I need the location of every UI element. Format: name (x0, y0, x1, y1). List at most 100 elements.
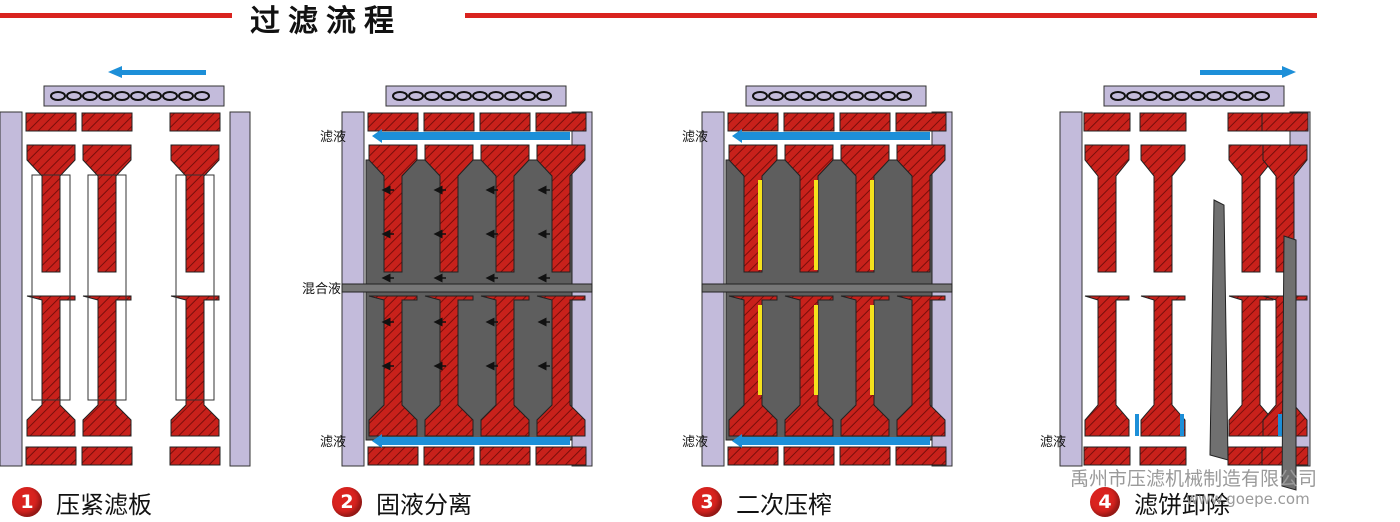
chain-link (472, 91, 488, 101)
end-frame-right (229, 111, 251, 467)
falling-cake (1281, 235, 1297, 491)
filtrate-channel-top (380, 132, 570, 140)
plate-rail-bottom (169, 446, 221, 466)
mixture-label: 混合液 (302, 282, 341, 297)
drip (1278, 414, 1282, 436)
step-4-number: 4 (1090, 487, 1120, 517)
plate-rail-top (423, 112, 475, 132)
panel-release (1059, 85, 1311, 491)
chain-link (1174, 91, 1190, 101)
plate-rail-bottom (839, 446, 891, 466)
chamber-outline (31, 174, 71, 401)
chain-link (1126, 91, 1142, 101)
plate-body-upper (26, 144, 76, 273)
plate-rail-top (479, 112, 531, 132)
chain-link (194, 91, 210, 101)
chain-link (1222, 91, 1238, 101)
filtrate-channel-bottom (740, 437, 930, 445)
plate-rail-bottom (81, 446, 133, 466)
step-3: 3 二次压榨 (692, 484, 832, 520)
panel-press (701, 85, 953, 467)
chain-link (50, 91, 66, 101)
chain-link (424, 91, 440, 101)
watermark-url: www.goepe.com (1186, 490, 1310, 508)
plate-body-lower (480, 295, 530, 437)
chain-link (82, 91, 98, 101)
chain-link (1238, 91, 1254, 101)
plate-body-upper (1084, 144, 1130, 273)
plate-rail-top (25, 112, 77, 132)
step-1: 1 压紧滤板 (12, 484, 152, 520)
chain-link (1254, 91, 1270, 101)
filtrate-arrow-bottom (372, 434, 382, 448)
plate-rail-top (1261, 112, 1309, 132)
plate-rail-bottom (783, 446, 835, 466)
step-3-number: 3 (692, 487, 722, 517)
plate-body-lower (1084, 295, 1130, 437)
filtrate-label-bottom-2: 滤液 (320, 435, 346, 450)
falling-cake (1209, 199, 1229, 461)
filtrate-label-top-2: 滤液 (320, 130, 346, 145)
direction-arrow-4 (1200, 70, 1284, 75)
chain-link (178, 91, 194, 101)
membrane (758, 305, 762, 395)
plate-body-lower (840, 295, 890, 437)
chain-link (1158, 91, 1174, 101)
plate-body-lower (728, 295, 778, 437)
step-4: 4 滤饼卸除 (1090, 484, 1230, 520)
step-1-number: 1 (12, 487, 42, 517)
plate-body-upper (1140, 144, 1186, 273)
plate-body-lower (424, 295, 474, 437)
plate-rail-top (169, 112, 221, 132)
plate-rail-bottom (423, 446, 475, 466)
plate-body-upper (82, 144, 132, 273)
plate-body-lower (536, 295, 586, 437)
step-3-label: 二次压榨 (736, 490, 832, 519)
plate-rail-top (895, 112, 947, 132)
panel-filter (341, 85, 593, 467)
step-1-label: 压紧滤板 (56, 490, 152, 519)
plate-body-lower (170, 295, 220, 437)
chain-link (66, 91, 82, 101)
filtrate-arrow-bottom (732, 434, 742, 448)
chain-link (800, 91, 816, 101)
plate-rail-bottom (367, 446, 419, 466)
feed-line (341, 283, 593, 293)
chain-link (752, 91, 768, 101)
plate-rail-top (839, 112, 891, 132)
plate-rail-bottom (535, 446, 587, 466)
plate-body-lower (26, 295, 76, 437)
plate-body-lower (1140, 295, 1186, 437)
chain-link (98, 91, 114, 101)
chamber-outline (175, 174, 215, 401)
filtrate-label-bottom-3: 滤液 (682, 435, 708, 450)
plate-body-lower (896, 295, 946, 437)
drip (1180, 414, 1184, 436)
plate-rail-bottom (1083, 446, 1131, 466)
chain-link (130, 91, 146, 101)
plate-rail-bottom (479, 446, 531, 466)
filtrate-arrow-top (372, 129, 382, 143)
end-frame-left (0, 111, 23, 467)
plate-rail-bottom (25, 446, 77, 466)
plate-body-upper (784, 144, 834, 273)
chain-link (146, 91, 162, 101)
plate-body-lower (784, 295, 834, 437)
plate-rail-bottom (895, 446, 947, 466)
chain-link (880, 91, 896, 101)
plate-rail-top (535, 112, 587, 132)
step-2-number: 2 (332, 487, 362, 517)
step-4-label: 滤饼卸除 (1134, 490, 1230, 519)
plate-rail-bottom (1139, 446, 1187, 466)
chain-link (1142, 91, 1158, 101)
chain-link (440, 91, 456, 101)
title-line-left (0, 13, 232, 18)
plate-body-lower (1228, 295, 1274, 437)
membrane (814, 180, 818, 270)
chain-link (1110, 91, 1126, 101)
chain-link (832, 91, 848, 101)
membrane (870, 180, 874, 270)
panel-open (0, 85, 251, 467)
page-title: 过滤流程 (250, 4, 402, 39)
